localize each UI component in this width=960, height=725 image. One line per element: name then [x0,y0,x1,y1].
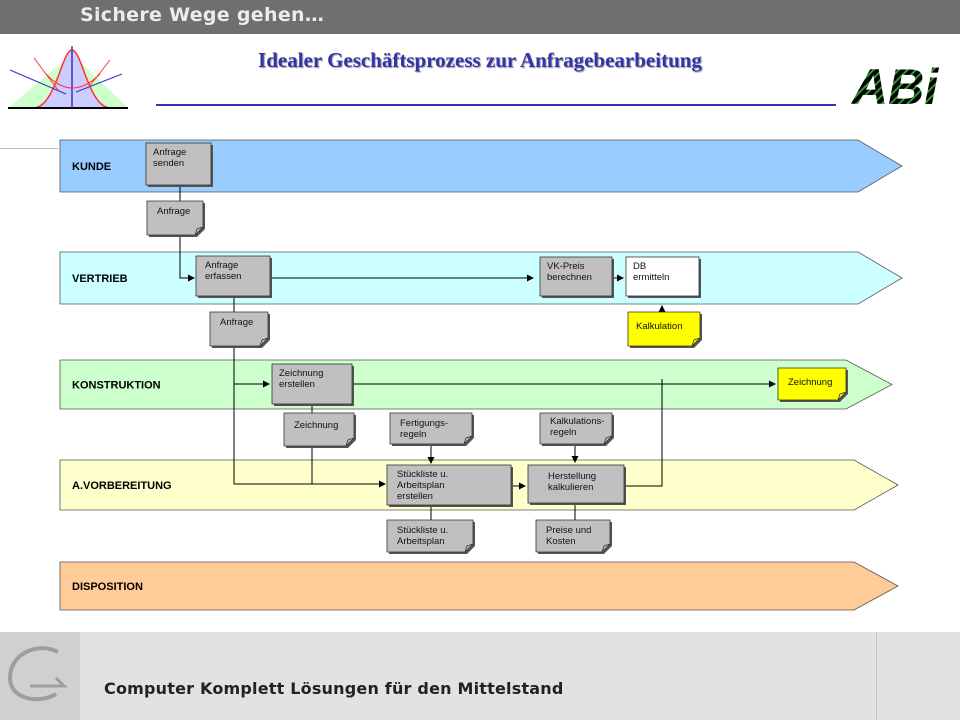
node-text-line: Zeichnung [294,420,338,431]
node-text-line: ermitteln [633,272,669,283]
left-divider [0,148,58,149]
node-text-line: Anfrage [153,147,186,158]
node-text-line: erstellen [397,491,433,502]
footer: Computer Komplett Lösungen für den Mitte… [0,632,960,720]
node-text-line: Preise und [546,525,591,536]
node-text-line: Arbeitsplan [397,480,445,491]
node-text-line: Zeichnung [788,377,832,388]
document-stueckliste: Stückliste u.Arbeitsplan [386,519,475,554]
node-text-line: senden [153,158,184,169]
document-fertigungsregeln: Fertigungs-regeln [389,412,474,446]
node-text-line: regeln [400,429,426,440]
node-text-line: Anfrage [220,317,253,328]
node-text-line: VK-Preis [547,261,585,272]
node-text-line: regeln [550,427,576,438]
document-zeichnung-2: Zeichnung [283,412,356,448]
node-text-line: DB [633,261,646,272]
node-text-line: Kosten [546,536,576,547]
node-text-line: Herstellung [548,471,596,482]
lane-kunde: KUNDE [59,139,903,193]
node-text-line: kalkulieren [548,482,593,493]
lane-label: KUNDE [72,161,111,173]
lane-disposition: DISPOSITION [59,561,899,611]
company-logo-box [0,632,80,720]
node-text-line: Kalkulations- [550,416,604,427]
slogan: Sichere Wege gehen… [80,4,325,26]
page-title: Idealer Geschäftsprozess zur Anfragebear… [258,48,702,72]
lane-label: KONSTRUKTION [72,380,161,392]
document-kalkulationsregeln: Kalkulations-regeln [539,412,614,446]
lane-label: VERTRIEB [72,273,128,285]
node-text-line: Arbeitsplan [397,536,445,547]
g-logo-icon [7,646,68,702]
connector-anfrage-erfassen [179,235,195,282]
node-text-line: Anfrage [157,206,190,217]
node-text-line: Stückliste u. [397,469,448,480]
document-anfrage-2: Anfrage [209,311,270,348]
title-underline [156,104,836,106]
connector-herstellung-kalkulation [624,379,663,487]
node-text-line: erstellen [279,379,315,390]
abi-logo-text: ABi [850,59,939,110]
footer-separator [876,632,877,720]
node-text-line: Zeichnung [279,368,323,379]
node-text-line: Fertigungs- [400,418,448,429]
distribution-logo-icon [8,46,128,109]
lane-label: DISPOSITION [72,581,143,593]
node-text-line: Anfrage [205,260,238,271]
node-text-line: Kalkulation [636,321,682,332]
header-bar: Sichere Wege gehen… [0,0,960,34]
document-anfrage-1: Anfrage [146,200,205,237]
node-text-line: berechnen [547,272,592,283]
company-name: Computer Komplett Lösungen für den Mitte… [104,679,564,698]
abi-logo: ABi [850,59,939,110]
document-kalkulation: Kalkulation [627,311,702,348]
node-text-line: erfassen [205,271,241,282]
lane-label: A.VORBEREITUNG [72,480,172,492]
node-text-line: Stückliste u. [397,525,448,536]
document-zeichnung-1: Zeichnung [777,367,848,402]
connector-anfrage-stueckliste [233,346,386,488]
